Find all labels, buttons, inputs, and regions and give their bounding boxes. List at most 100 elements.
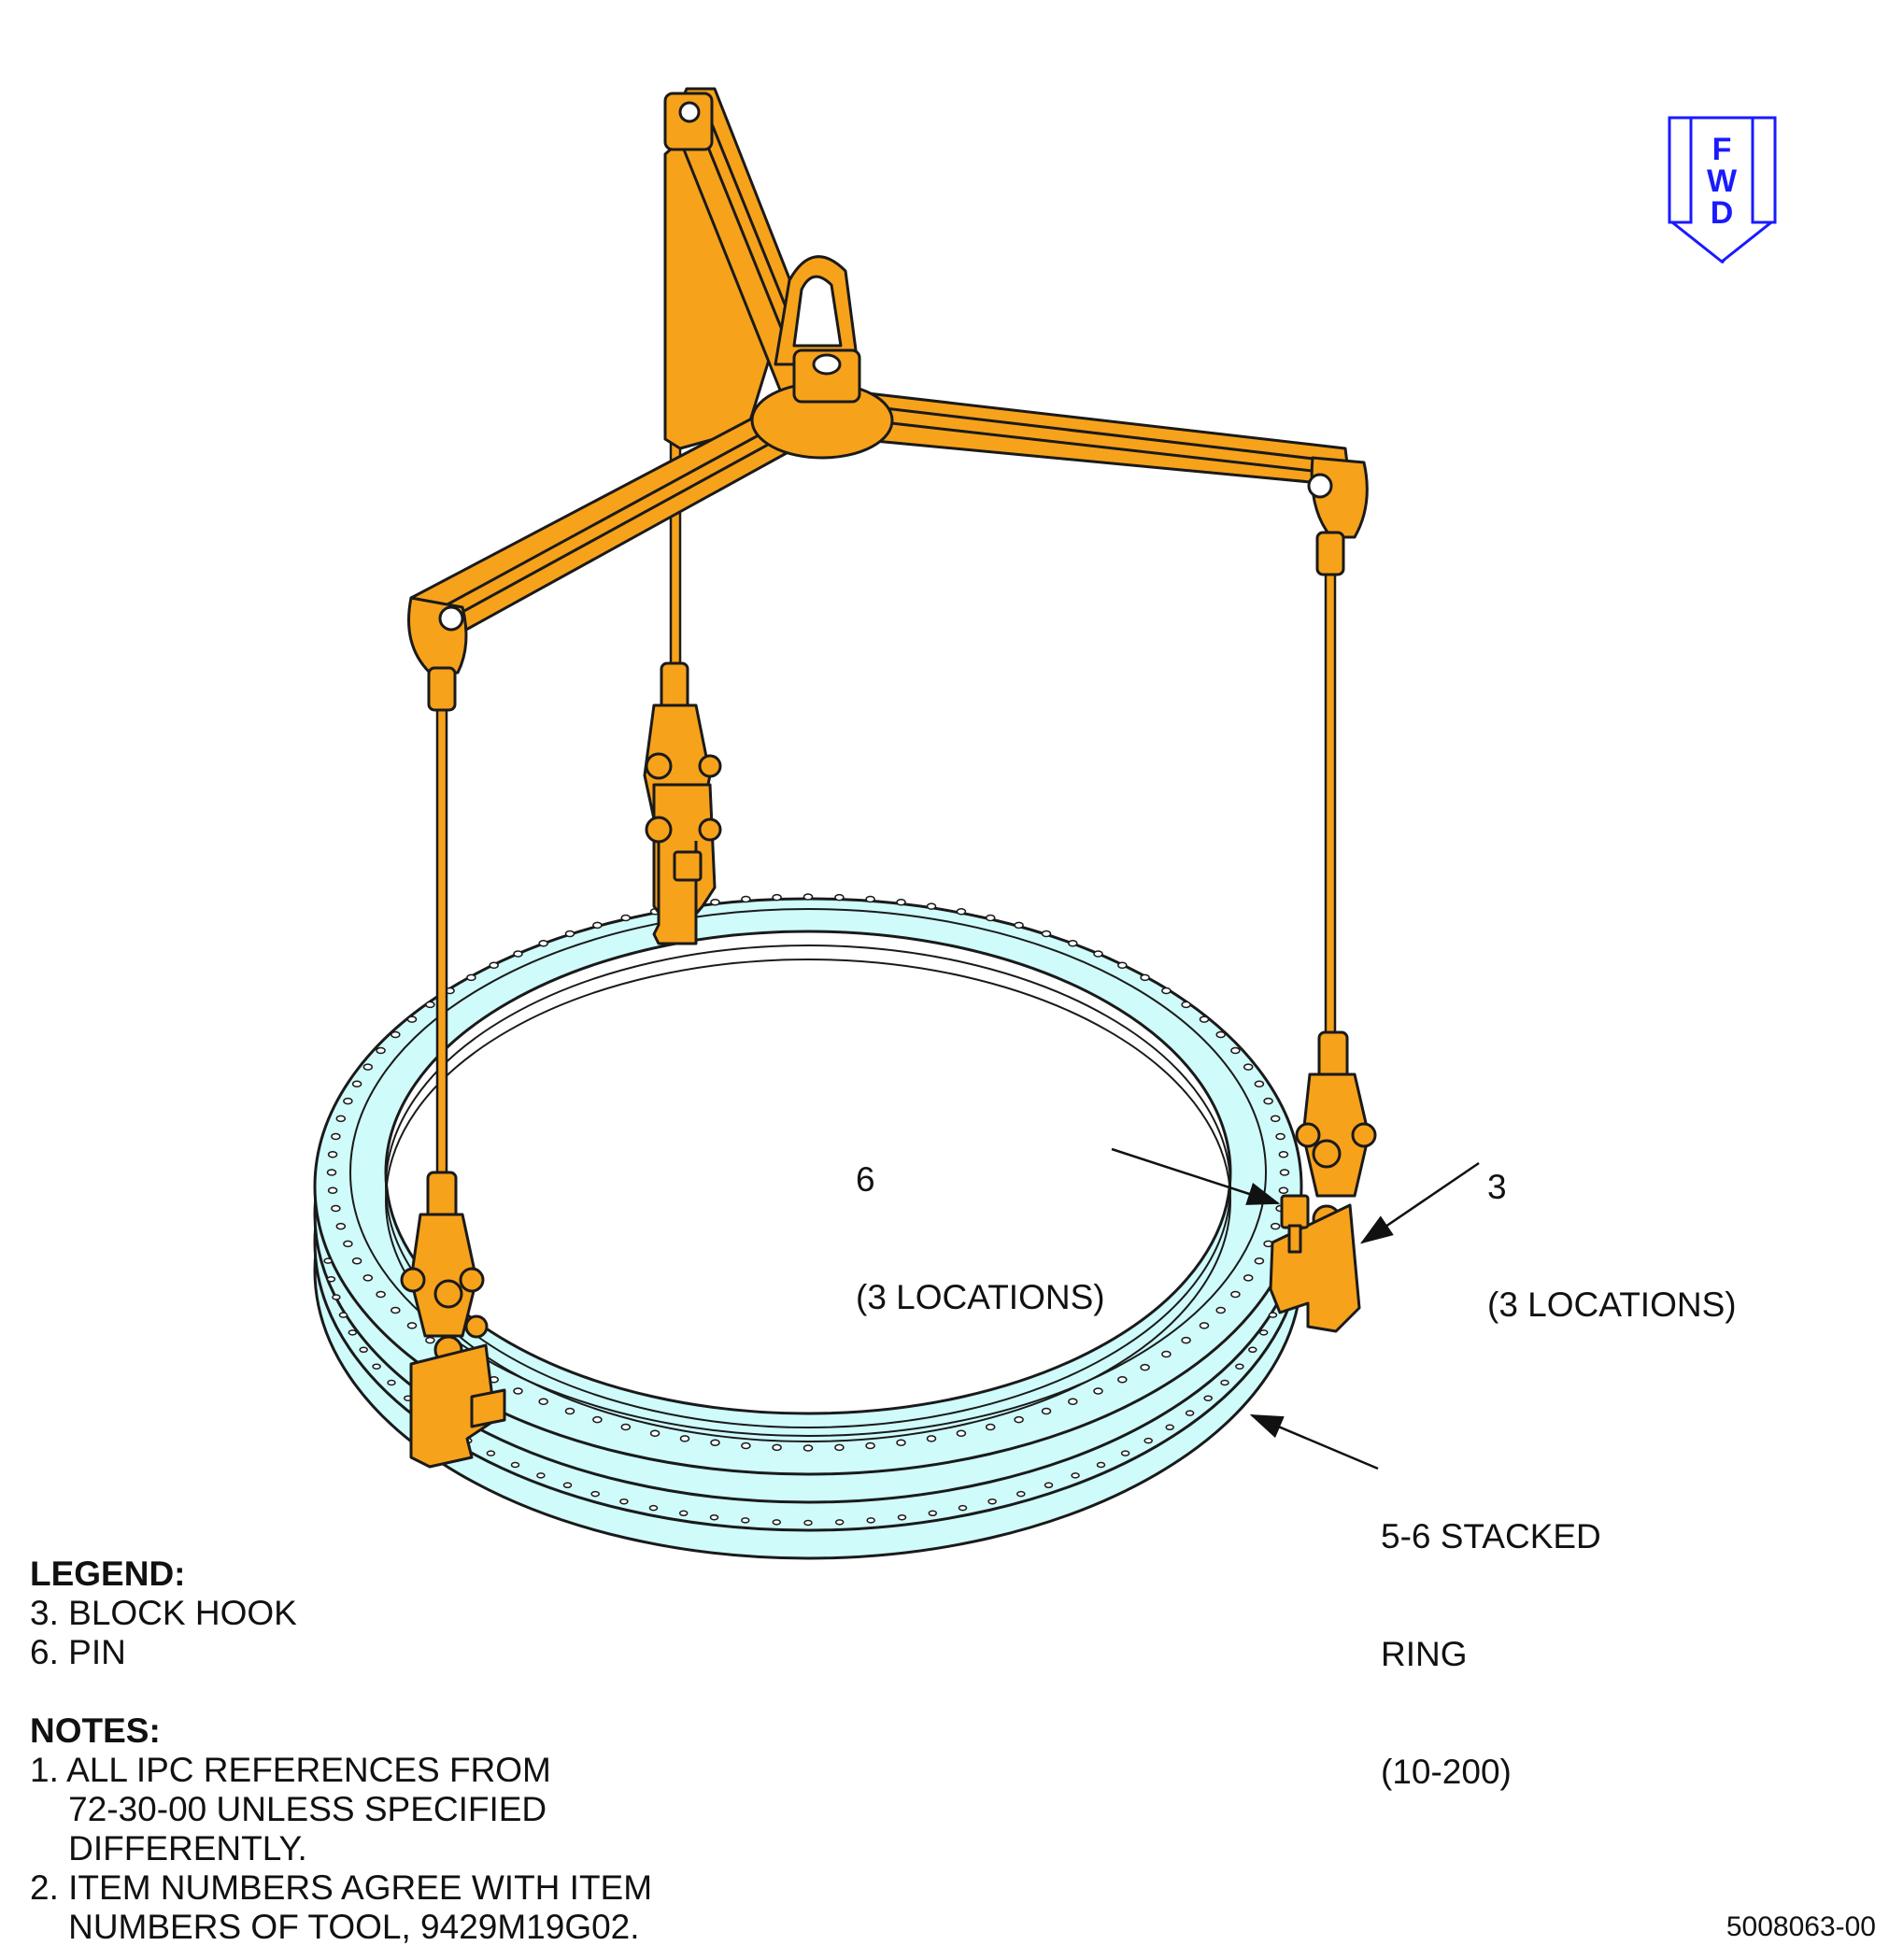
ring-bolt-hole [1203,1395,1213,1401]
ring-bolt-hole [489,961,499,969]
ring-bolt-hole [803,1519,813,1527]
ring-bolt-hole [834,1519,845,1526]
ring-bolt-hole [372,1363,381,1370]
ring-bolt-hole [1016,1490,1026,1498]
ring-bolt-hole [536,1472,546,1479]
ring-bolt-hole [987,1498,997,1505]
legend-title: LEGEND: [30,1555,186,1593]
ring-bolt-hole [772,1519,782,1526]
legend: LEGEND: 3. BLOCK HOOK 6. PIN [30,1555,297,1672]
ring-bolt-hole [741,1442,751,1450]
ring-bolt-hole [1096,1461,1106,1469]
fwd-letter-f: F [1711,132,1732,167]
ring-bolt-hole [323,1257,333,1264]
ring-bolt-hole [1041,1407,1052,1415]
ring-bolt-hole [866,1517,875,1524]
ring-bolt-hole [1044,1482,1054,1489]
ring-bolt-hole [1014,921,1024,930]
ring-bolt-hole [362,1063,374,1071]
ring-bolt-hole [1220,1379,1229,1386]
ring-bolt-hole [327,1150,338,1158]
ring-bolt-hole [391,1030,401,1039]
ring-bolt-hole [1278,1186,1289,1195]
ring-bolt-hole [1235,1363,1244,1370]
ring-bolt-hole [985,914,996,922]
ring-bolt-hole [926,902,937,910]
ring-bolt-hole [486,1450,496,1456]
ring-bolt-hole [1230,1046,1241,1055]
ring-bolt-hole [834,893,845,902]
ring-bolt-hole [1215,1030,1226,1039]
ring-bolt-hole [1014,1415,1024,1424]
ring-bolt-hole [406,1322,418,1329]
ring-bolt-hole [564,1407,575,1415]
ring-bolt-hole [510,1461,520,1469]
ring-bolt-hole [391,1306,401,1314]
notes: NOTES: 1. ALL IPC REFERENCES FROM 72-30-… [30,1711,652,1947]
ring-bolt-hole [1161,1350,1172,1358]
ring-bolt-hole [351,1080,362,1087]
ring-bolt-hole [1143,1437,1153,1444]
ring-bolt-hole [376,1290,386,1299]
ring-bolt-hole [1248,1346,1257,1354]
ring-bolt-hole [1181,1001,1191,1009]
ring-bolt-hole [1243,1274,1254,1282]
ring-bolt-hole [1263,1097,1273,1105]
stacked-ring [313,893,1303,1560]
ring-bolt-hole [958,1504,968,1512]
pin-quantity: (3 LOCATIONS) [856,1278,1105,1316]
ring-bolt-hole [802,1444,814,1452]
ring-bolt-hole [1093,1387,1103,1395]
ring-bolt-hole [1041,930,1052,938]
ring-bolt-hole [956,1429,967,1438]
spreader-beam-assembly [407,87,1369,712]
note-line-3: DIFFERENTLY. [30,1829,307,1868]
ring-bolt-hole [649,1429,660,1438]
ring-bolt-hole [362,1274,374,1282]
ring-bolt-hole [865,1442,875,1450]
ring-bolt-hole [562,1482,573,1489]
ring-bolt-hole [590,1490,600,1498]
ring-bolt-hole [1071,1472,1080,1479]
ring-bolt-hole [406,1016,418,1023]
pin-item-number: 6 [856,1160,875,1199]
ring-bolt-hole [1199,1016,1210,1023]
fwd-letter-d: D [1710,195,1734,231]
ring-bolt-hole [741,1517,750,1524]
ring-bolt-hole [331,1204,341,1213]
ring-bolt-hole [1199,1322,1210,1329]
block-hook-back [643,661,722,945]
ring-bolt-hole [331,1132,341,1141]
ring-bolt-hole [359,1346,368,1354]
ring-bolt-hole [678,1510,689,1517]
ring-bolt-hole [1270,1115,1281,1123]
block-hook-quantity: (3 LOCATIONS) [1487,1285,1737,1324]
ring-bolt-hole [332,1294,341,1300]
pin [1280,1194,1310,1229]
ring-bolt-hole [466,973,476,982]
ring-bolt-hole [592,1415,603,1424]
fwd-letter-w: W [1706,163,1738,199]
pin-callout: 6 (3 LOCATIONS) [856,1082,1105,1356]
figure-id: 5008063-00 [1726,1911,1876,1942]
ring-bolt-hole [709,1513,719,1521]
ring-bolt-hole [1268,1312,1278,1318]
ring-bolt-hole [1120,1450,1130,1456]
ring-bolt-hole [538,939,548,947]
ring-bolt-hole [956,907,967,916]
ring-bolt-hole [1275,1132,1285,1141]
ring-bolt-hole [1117,1376,1128,1384]
note-line-2: 72-30-00 UNLESS SPECIFIED [30,1790,547,1828]
ring-bolt-hole [1161,987,1172,995]
ring-bolt-hole [896,1439,906,1447]
ring-bolt-hole [1243,1063,1254,1071]
ring-label-line-2: RING [1381,1635,1468,1673]
ring-bolt-hole [425,1336,435,1344]
block-hook-right [1269,1030,1377,1333]
ring-bolt-hole [926,1435,937,1442]
ring-bolt-hole [741,895,751,903]
ring-bolt-hole [335,1115,347,1123]
ring-bolt-hole [1215,1306,1226,1314]
ring-bolt-hole [335,1222,347,1230]
